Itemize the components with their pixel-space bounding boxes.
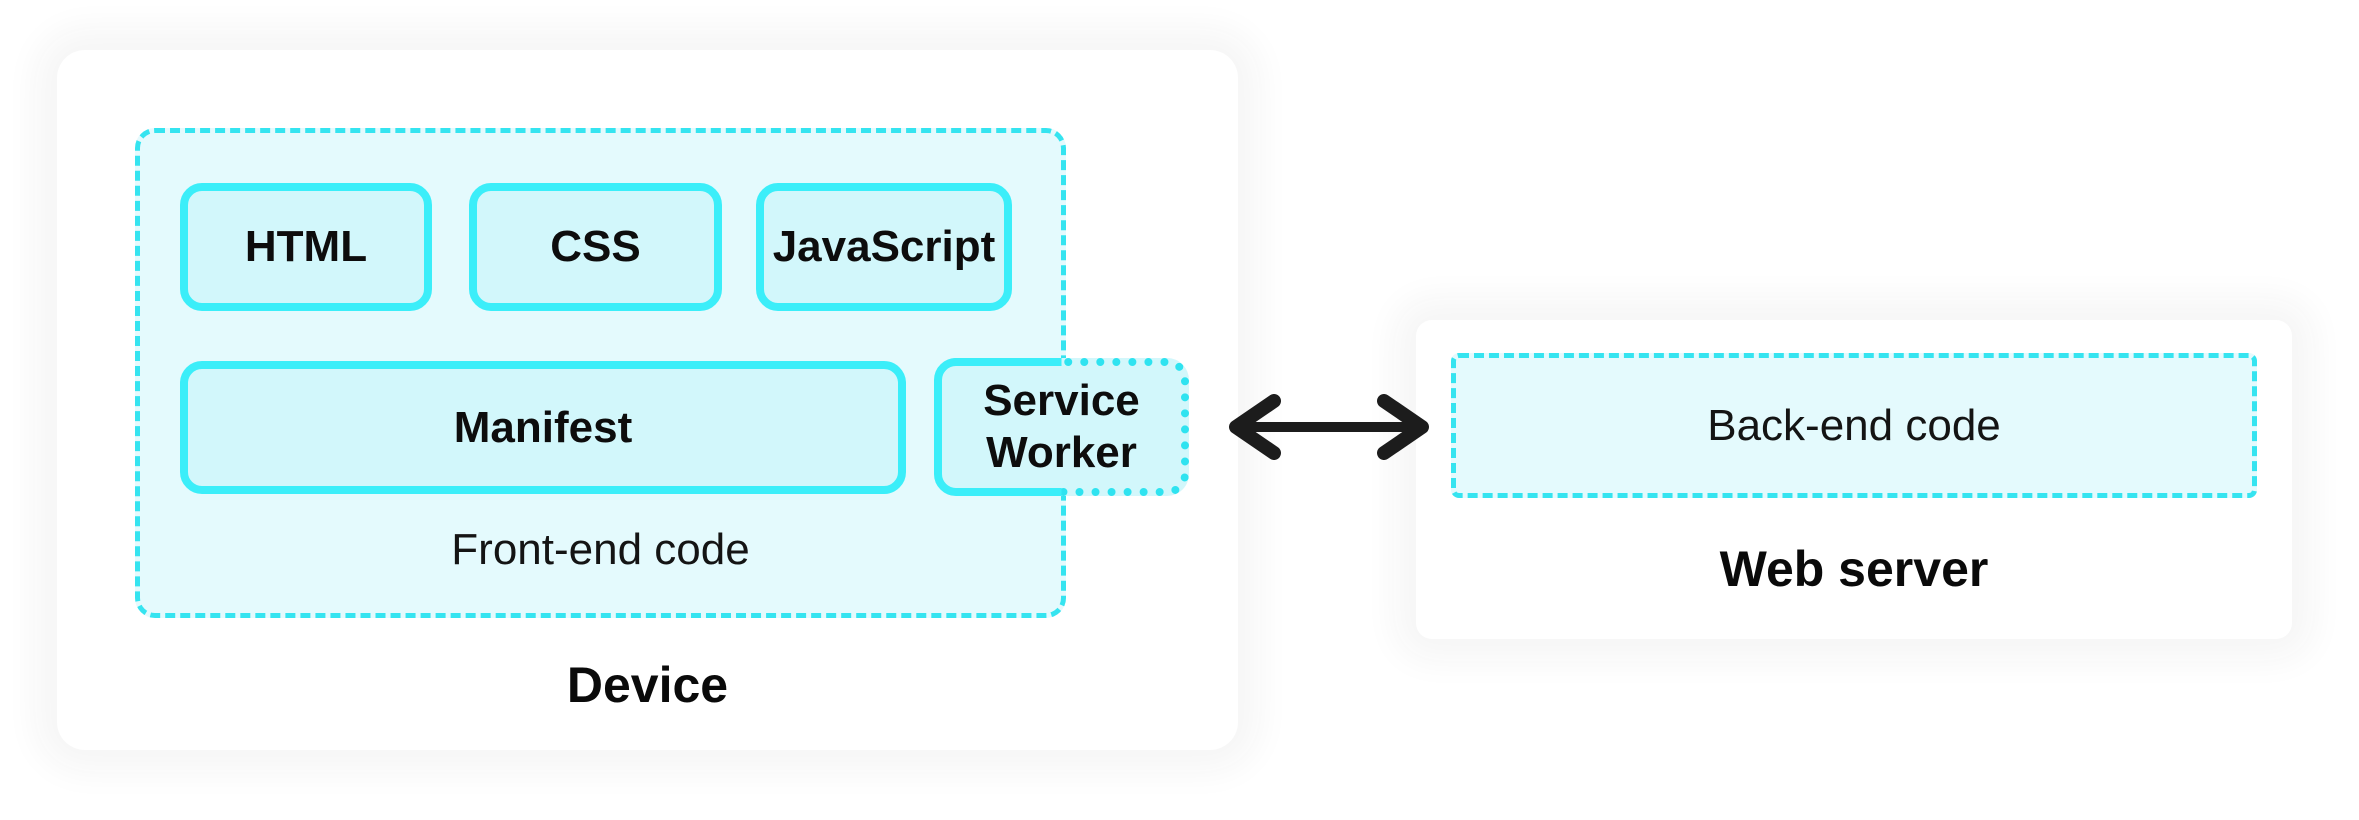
javascript-box-label: JavaScript xyxy=(772,222,996,271)
css-box: CSS xyxy=(469,183,722,311)
backend-code-label: Back-end code xyxy=(1707,400,2001,450)
web-server-title: Web server xyxy=(1719,541,1989,597)
html-box-label: HTML xyxy=(244,222,368,271)
manifest-box-label: Manifest xyxy=(453,402,633,452)
device-card: HTML CSS JavaScript Manifest Service Wor… xyxy=(57,50,1238,750)
javascript-box: JavaScript xyxy=(756,183,1012,311)
frontend-code-label: Front-end code xyxy=(451,525,750,574)
manifest-box: Manifest xyxy=(180,361,906,494)
web-server-card: Back-end code Web server xyxy=(1416,320,2292,639)
css-box-label: CSS xyxy=(550,222,641,271)
service-worker-box: Service Worker xyxy=(934,358,1189,496)
device-title: Device xyxy=(566,657,729,713)
service-worker-box-label: Service Worker xyxy=(983,376,1140,477)
html-box: HTML xyxy=(180,183,432,311)
frontend-code-container: HTML CSS JavaScript Manifest Service Wor… xyxy=(135,128,1189,618)
backend-code-container: Back-end code xyxy=(1451,353,2257,498)
bidirectional-arrow-icon xyxy=(1229,394,1429,460)
